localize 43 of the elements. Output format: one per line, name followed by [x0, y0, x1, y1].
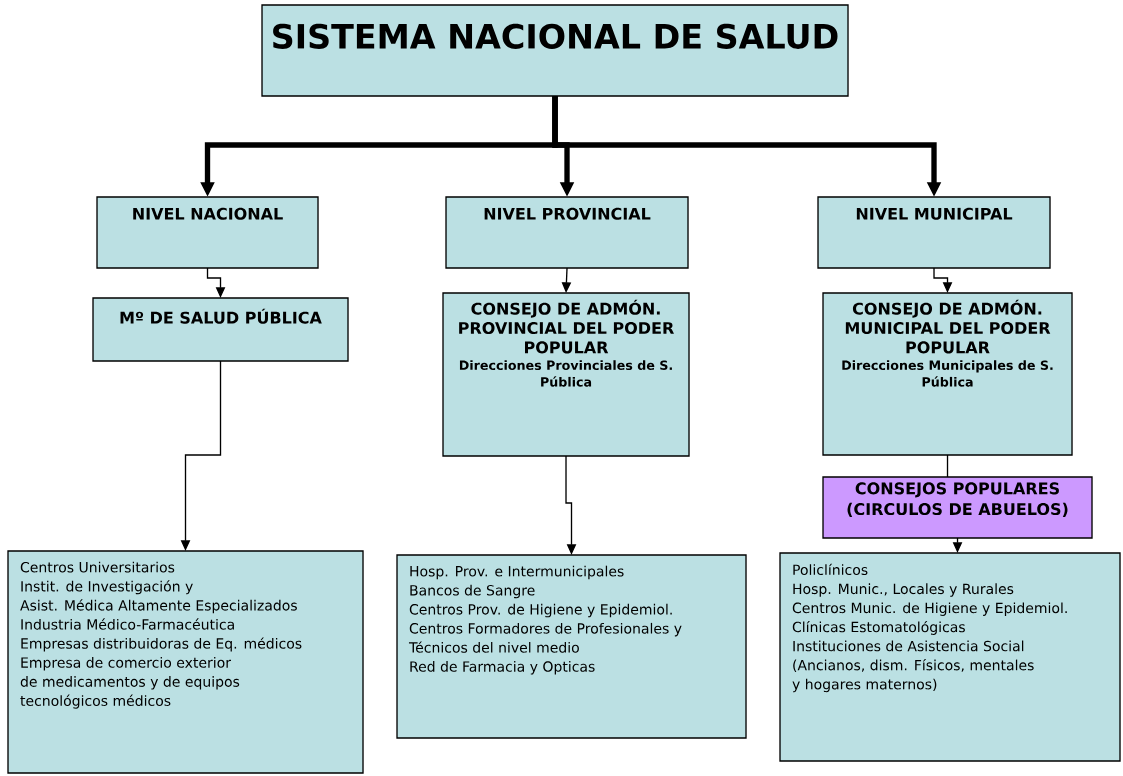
list-box	[7, 550, 364, 774]
title-box	[261, 4, 849, 97]
level-box	[96, 196, 319, 269]
list-item: Instit. de Investigación y	[21, 580, 193, 595]
list-item: Bancos de Sangre	[410, 584, 535, 599]
list-item: Instituciones de Asistencia Social	[793, 640, 1024, 652]
box-subheading: (CIRCULOS DE ABUELOS)	[847, 502, 1068, 517]
council-box	[442, 292, 690, 457]
box-heading: CONSEJO DE ADMÓN. PROVINCIAL DEL PODER POPULAR	[459, 299, 674, 354]
list-item: Clínicas Estomatológicas	[792, 620, 965, 635]
list-item: Empresa de comercio exterior	[21, 657, 231, 671]
list-item: (Ancianos, dism. Físicos, mentales	[793, 659, 1034, 673]
box-heading: CONSEJOS POPULARES	[855, 482, 1059, 498]
list-item: Policlínicos	[793, 563, 868, 576]
level-box	[92, 297, 349, 362]
box-heading: NIVEL MUNICIPAL	[856, 207, 1013, 220]
list-box	[396, 554, 747, 739]
level-box	[817, 196, 1051, 269]
list-item: Técnicos del nivel medio	[408, 641, 579, 653]
list-item: Hosp. Munic., Locales y Rurales	[793, 583, 1014, 597]
list-item: Centros Formadores de Profesionales y	[409, 622, 682, 637]
list-item: Hosp. Prov. e Intermunicipales	[410, 565, 624, 580]
list-item: tecnológicos médicos	[20, 694, 171, 709]
level-box	[445, 196, 689, 269]
title-text: SISTEMA NACIONAL DE SALUD	[273, 23, 838, 49]
list-item: Centros Prov. de Higiene y Epidemiol.	[409, 603, 672, 618]
box-subheading: Direcciones Provinciales de S. Pública	[459, 360, 672, 387]
list-item: Red de Farmacia y Opticas	[410, 661, 595, 675]
list-item: y hogares maternos)	[792, 678, 937, 693]
list-item: de medicamentos y de equipos	[20, 676, 240, 690]
list-box	[779, 552, 1121, 762]
list-item: Empresas distribuidoras de Eq. médicos	[21, 637, 302, 652]
box-heading: NIVEL NACIONAL	[133, 207, 283, 220]
list-item: Centros Universitarios	[20, 561, 175, 573]
list-item: Industria Médico-Farmacéutica	[21, 618, 234, 630]
box-heading: Mº DE SALUD PÚBLICA	[120, 308, 322, 324]
box-subheading: Direcciones Municipales de S. Pública	[842, 360, 1053, 387]
box-heading: NIVEL PROVINCIAL	[484, 207, 651, 220]
council-box	[822, 476, 1093, 539]
box-heading: CONSEJO DE ADMÓN. MUNICIPAL DEL PODER POPULAR	[845, 299, 1051, 354]
list-item: Centros Munic. de Higiene y Epidemiol.	[792, 602, 1067, 616]
council-box	[822, 292, 1073, 456]
list-item: Asist. Médica Altamente Especializados	[20, 599, 297, 614]
